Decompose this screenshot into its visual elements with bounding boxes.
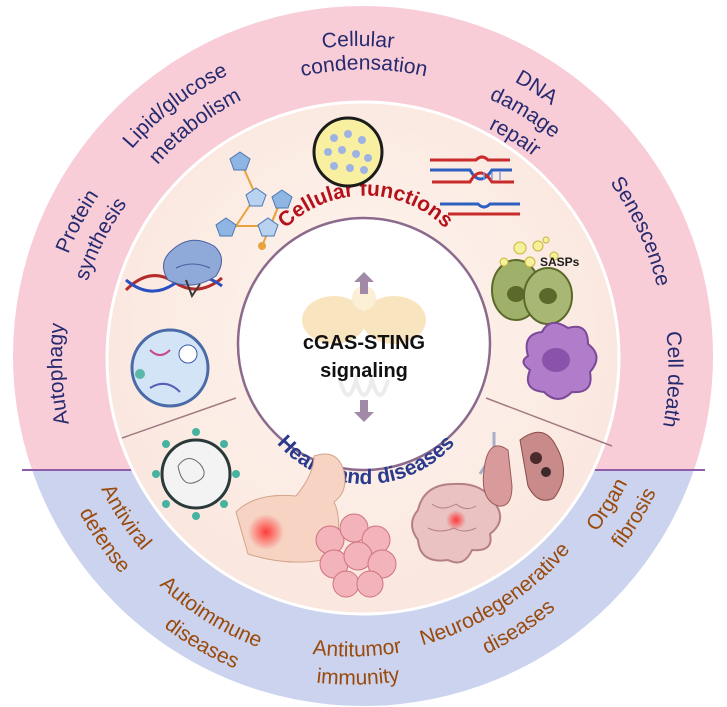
divider-left [121, 397, 237, 439]
arrow-up-icon [354, 272, 374, 294]
pentagon-network-icon [215, 151, 293, 250]
divider-right [485, 397, 613, 447]
label-cellular-condensation-1: Cellular [321, 28, 396, 53]
sting-protein-watermark [302, 286, 426, 397]
dying-cell-icon [522, 321, 598, 400]
virus-icon [152, 428, 240, 520]
center-title: cGAS-STING [303, 332, 425, 354]
condensate-droplet-icon [312, 116, 384, 188]
sasps-label: SASPs [540, 255, 580, 269]
label-antitumor-1: Antitumor [312, 635, 403, 662]
label-antitumor-2: immunity [316, 663, 402, 689]
dna-repair-icon [430, 155, 520, 216]
center-subtitle: signaling [320, 360, 408, 382]
lungs-icon [478, 431, 564, 507]
ribosome-dna-icon [124, 239, 223, 299]
senescent-cells-icon: SASPs [491, 236, 580, 325]
arrow-down-icon [354, 400, 374, 422]
center-disc [236, 216, 492, 472]
autophagy-cell-icon [130, 328, 210, 408]
brain-icon [411, 482, 501, 564]
tumor-cluster-icon [315, 513, 397, 598]
